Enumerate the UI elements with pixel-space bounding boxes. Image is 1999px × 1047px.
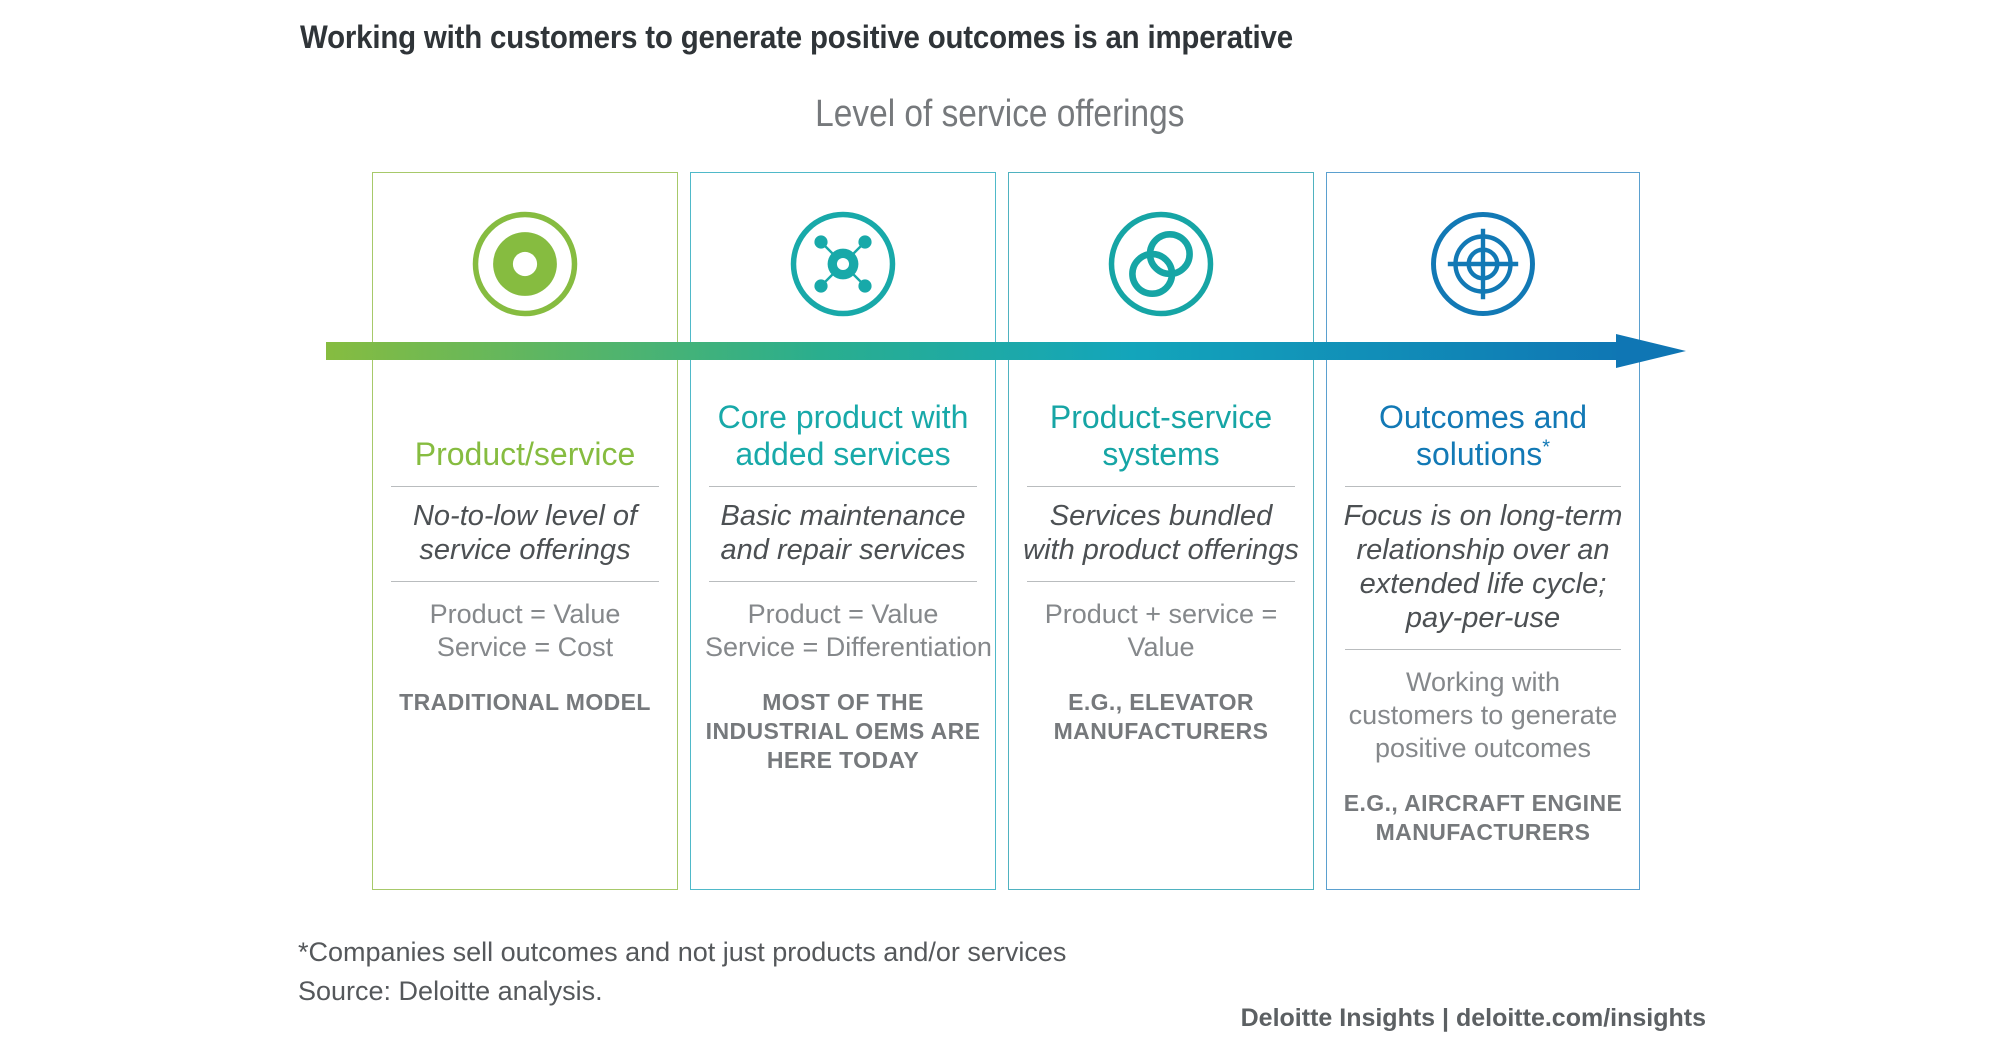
column-outcomes-and-solutions[interactable]: Outcomes and solutions* Focus is on long…: [1326, 172, 1640, 890]
crosshair-target-icon: [1327, 173, 1639, 355]
column-equation-line-2: Value: [1127, 632, 1195, 662]
column-description: Services bundled with product offerings: [1023, 500, 1299, 566]
column-heading-wrap: Product-service systems: [1023, 355, 1299, 475]
divider: [709, 581, 977, 582]
column-heading: Outcomes and solutions*: [1341, 399, 1625, 473]
interlocking-rings-icon: [1009, 173, 1313, 355]
chart-subtitle-text: Level of service offerings: [814, 93, 1185, 135]
column-heading-text: Outcomes and solutions: [1378, 399, 1588, 472]
column-core-product-added-services[interactable]: Core product with added services Basic m…: [690, 172, 996, 890]
column-heading-text: Product-service systems: [1049, 399, 1273, 472]
service-maturity-columns: Product/service No-to-low level of servi…: [372, 172, 1640, 890]
page-title: Working with customers to generate posit…: [300, 19, 1293, 55]
footnotes: *Companies sell outcomes and not just pr…: [298, 933, 1066, 1011]
divider: [1027, 581, 1295, 582]
column-example: MOST OF THE INDUSTRIAL OEMS ARE HERE TOD…: [705, 689, 981, 773]
column-heading: Product/service: [415, 436, 636, 473]
divider: [1027, 486, 1295, 487]
maturity-progression-arrow: [326, 334, 1686, 368]
column-equation-line-2: Service = Differentiation: [705, 632, 992, 662]
divider: [709, 486, 977, 487]
column-heading: Product-service systems: [1023, 399, 1299, 473]
column-description: Focus is on long-term relationship over …: [1343, 500, 1623, 634]
column-description: No-to-low level of service offerings: [412, 500, 638, 566]
column-equation-line-2: Service = Cost: [436, 632, 614, 662]
bullseye-target-icon: [373, 173, 677, 355]
column-extra-note: Working with customers to generate posit…: [1348, 667, 1618, 763]
column-product-service-systems[interactable]: Product-service systems Services bundled…: [1008, 172, 1314, 890]
brand-attribution: Deloitte Insights | deloitte.com/insight…: [1240, 1004, 1706, 1032]
column-body: Core product with added services Basic m…: [691, 355, 995, 889]
column-heading-wrap: Outcomes and solutions*: [1341, 355, 1625, 475]
column-heading-note: *: [1542, 436, 1551, 459]
divider: [1345, 486, 1621, 487]
column-body: Outcomes and solutions* Focus is on long…: [1327, 355, 1639, 889]
column-example: E.G., ELEVATOR MANUFACTURERS: [1053, 689, 1269, 744]
column-heading: Core product with added services: [705, 399, 981, 473]
column-equation-line-1: Product + service =: [1044, 599, 1278, 629]
column-equation-line-1: Product = Value: [747, 599, 939, 629]
footnote-line-2: Source: Deloitte analysis.: [298, 976, 603, 1006]
column-product-service[interactable]: Product/service No-to-low level of servi…: [372, 172, 678, 890]
column-equation-line-1: Product = Value: [429, 599, 621, 629]
column-description: Basic maintenance and repair services: [720, 500, 966, 566]
column-body: Product/service No-to-low level of servi…: [373, 355, 677, 889]
footnote-line-1: *Companies sell outcomes and not just pr…: [298, 937, 1067, 967]
column-body: Product-service systems Services bundled…: [1009, 355, 1313, 889]
divider: [1345, 649, 1621, 650]
divider: [391, 486, 659, 487]
column-heading-text: Core product with added services: [717, 399, 969, 472]
divider: [391, 581, 659, 582]
column-heading-wrap: Core product with added services: [705, 355, 981, 475]
chart-subtitle: Level of service offerings: [0, 92, 1999, 136]
column-example: E.G., AIRCRAFT ENGINE MANUFACTURERS: [1343, 790, 1623, 845]
column-heading-text: Product/service: [414, 436, 636, 472]
network-hub-icon: [691, 173, 995, 355]
column-example: TRADITIONAL MODEL: [399, 689, 651, 715]
column-heading-wrap: Product/service: [387, 355, 663, 475]
